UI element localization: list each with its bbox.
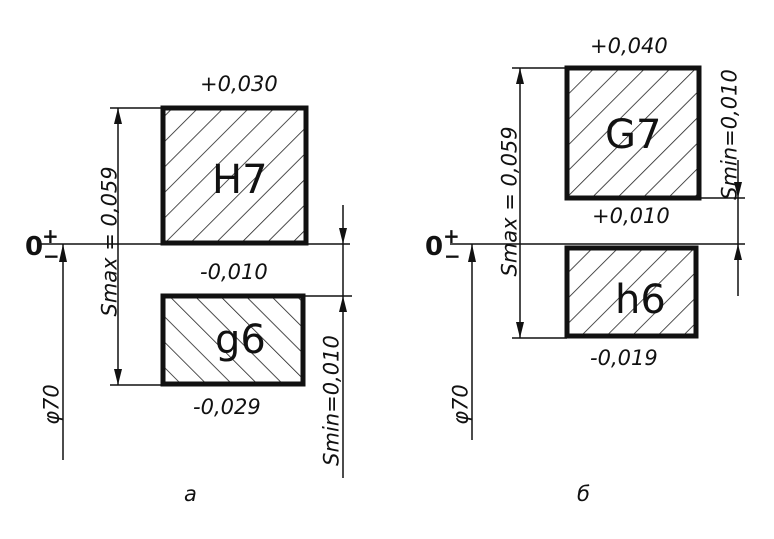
left-h7-upper-deviation: +0,030 [200, 72, 278, 96]
left-diameter-label: φ70 [39, 384, 64, 425]
right-g7-upper-deviation: +0,040 [590, 34, 668, 58]
left-caption: а [184, 482, 197, 506]
right-g7-box [564, 65, 702, 201]
left-g6-lower-deviation: -0,029 [193, 395, 261, 419]
left-h7-label: H7 [212, 157, 268, 203]
right-h6-box [564, 245, 699, 339]
right-caption: б [577, 482, 590, 506]
right-minus-sign: − [444, 244, 461, 268]
left-smin-label: Smin=0,010 [319, 335, 344, 466]
left-plus-sign: + [42, 224, 59, 248]
left-g6-label: g6 [215, 317, 266, 363]
left-minus-sign: − [43, 244, 60, 268]
left-smax-label: Smax = 0,059 [97, 166, 122, 317]
left-g6-box [160, 293, 306, 387]
right-diameter-label: φ70 [448, 384, 473, 425]
right-zero-label: 0 [425, 232, 444, 262]
right-g7-label: G7 [605, 112, 662, 158]
right-h6-label: h6 [615, 277, 666, 323]
left-zero-label: 0 [25, 232, 44, 262]
left-g6-upper-deviation: -0,010 [200, 260, 268, 284]
left-h7-box [160, 105, 309, 246]
right-g7-lower-deviation: +0,010 [592, 204, 670, 228]
right-plus-sign: + [443, 224, 460, 248]
right-h6-lower-deviation: -0,019 [590, 346, 658, 370]
right-smax-label: Smax = 0,059 [497, 126, 522, 277]
right-smin-label: Smin=0,010 [717, 69, 742, 200]
